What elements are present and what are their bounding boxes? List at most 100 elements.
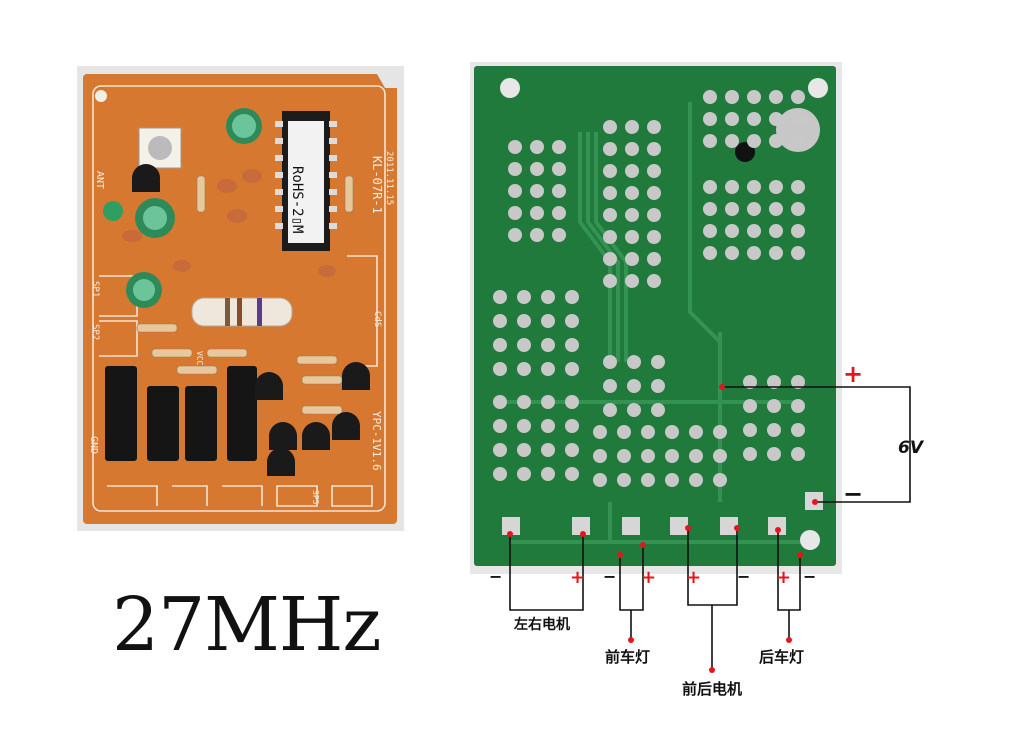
solder-pad — [625, 120, 639, 134]
solder-pad — [665, 449, 679, 463]
solder-pad — [627, 355, 641, 369]
power-negative-sign: − — [843, 480, 864, 508]
solder-pad — [530, 162, 544, 176]
solder-pad — [767, 447, 781, 461]
solder-pad — [791, 180, 805, 194]
power-positive-sign: + — [843, 360, 864, 388]
solder-pad — [565, 395, 579, 409]
solder-pad — [552, 228, 566, 242]
solder-pad — [769, 180, 783, 194]
solder-pad — [747, 180, 761, 194]
terminal-sign-4: + — [641, 567, 657, 588]
solder-pad — [530, 228, 544, 242]
solder-pad — [603, 274, 617, 288]
solder-pad — [517, 314, 531, 328]
solder-pad — [593, 473, 607, 487]
solder-pad — [508, 184, 522, 198]
solder-pad — [508, 228, 522, 242]
solder-pad — [603, 403, 617, 417]
solder-pad — [517, 467, 531, 481]
solder-pad — [617, 449, 631, 463]
solder-pad — [689, 425, 703, 439]
solder-pad — [603, 142, 617, 156]
solder-pad — [791, 375, 805, 389]
solder-pad — [725, 246, 739, 260]
solder-pad — [565, 314, 579, 328]
solder-pad — [647, 274, 661, 288]
power-wire — [722, 386, 911, 503]
solder-pad — [769, 90, 783, 104]
solder-pad — [767, 399, 781, 413]
solder-pad — [552, 206, 566, 220]
solder-pad — [703, 90, 717, 104]
solder-pad — [647, 252, 661, 266]
solder-pad — [627, 403, 641, 417]
solder-pad — [647, 186, 661, 200]
solder-pad — [713, 425, 727, 439]
solder-pad — [493, 290, 507, 304]
solder-pad — [565, 467, 579, 481]
solder-pad — [541, 443, 555, 457]
solder-pad — [541, 314, 555, 328]
lr-motor-wire — [509, 534, 584, 611]
solder-pad — [517, 290, 531, 304]
solder-pad — [493, 467, 507, 481]
solder-pad — [603, 120, 617, 134]
silkscreen-sp1: SP1 — [90, 281, 100, 297]
front-light-label: 前车灯 — [605, 648, 651, 666]
solder-pad — [791, 447, 805, 461]
solder-pad — [541, 290, 555, 304]
solder-pad — [725, 90, 739, 104]
solder-pad — [791, 246, 805, 260]
solder-pad — [725, 134, 739, 148]
terminal-sign-2: + — [570, 567, 586, 588]
solder-pad — [743, 375, 757, 389]
solder-pad — [747, 246, 761, 260]
front-board-photo: RoHS-2▯M KL-07R-1 2011.11.15 YPC-1V1.6 A… — [77, 66, 404, 531]
solder-pad — [665, 425, 679, 439]
solder-pad — [603, 252, 617, 266]
solder-pad — [552, 162, 566, 176]
solder-pad — [565, 362, 579, 376]
solder-pad — [767, 423, 781, 437]
solder-pad — [703, 202, 717, 216]
solder-pad — [791, 90, 805, 104]
board-model: KL-07R-1 — [370, 156, 384, 214]
solder-pad — [625, 230, 639, 244]
fb-motor-label: 前后电机 — [682, 680, 743, 698]
ic-chip — [275, 111, 337, 251]
solder-pad — [703, 224, 717, 238]
solder-pad — [493, 362, 507, 376]
rear-light-label: 后车灯 — [759, 648, 805, 666]
solder-pad — [647, 164, 661, 178]
solder-pad — [791, 423, 805, 437]
board-date: 2011.11.15 — [384, 151, 394, 205]
solder-pad — [767, 375, 781, 389]
solder-pad — [769, 112, 783, 126]
solder-pad — [725, 112, 739, 126]
solder-pad — [603, 230, 617, 244]
solder-pad — [552, 140, 566, 154]
solder-pad — [791, 202, 805, 216]
solder-pad — [791, 112, 805, 126]
solder-pad — [541, 419, 555, 433]
silkscreen-cds: CdS — [372, 311, 382, 327]
solder-pad — [703, 180, 717, 194]
solder-pad — [493, 338, 507, 352]
solder-pad — [541, 467, 555, 481]
solder-pad — [743, 399, 757, 413]
solder-pad — [517, 338, 531, 352]
silkscreen-vcc: VCC — [195, 351, 204, 366]
solder-pad — [508, 140, 522, 154]
solder-pad — [791, 399, 805, 413]
solder-pad — [743, 423, 757, 437]
solder-pad — [689, 449, 703, 463]
solder-pad — [517, 443, 531, 457]
silkscreen-ant: ANT — [94, 171, 105, 189]
solder-pad — [493, 395, 507, 409]
solder-pad — [769, 246, 783, 260]
solder-pad — [493, 314, 507, 328]
solder-pad — [603, 355, 617, 369]
silkscreen-sp2: SP2 — [90, 324, 100, 340]
